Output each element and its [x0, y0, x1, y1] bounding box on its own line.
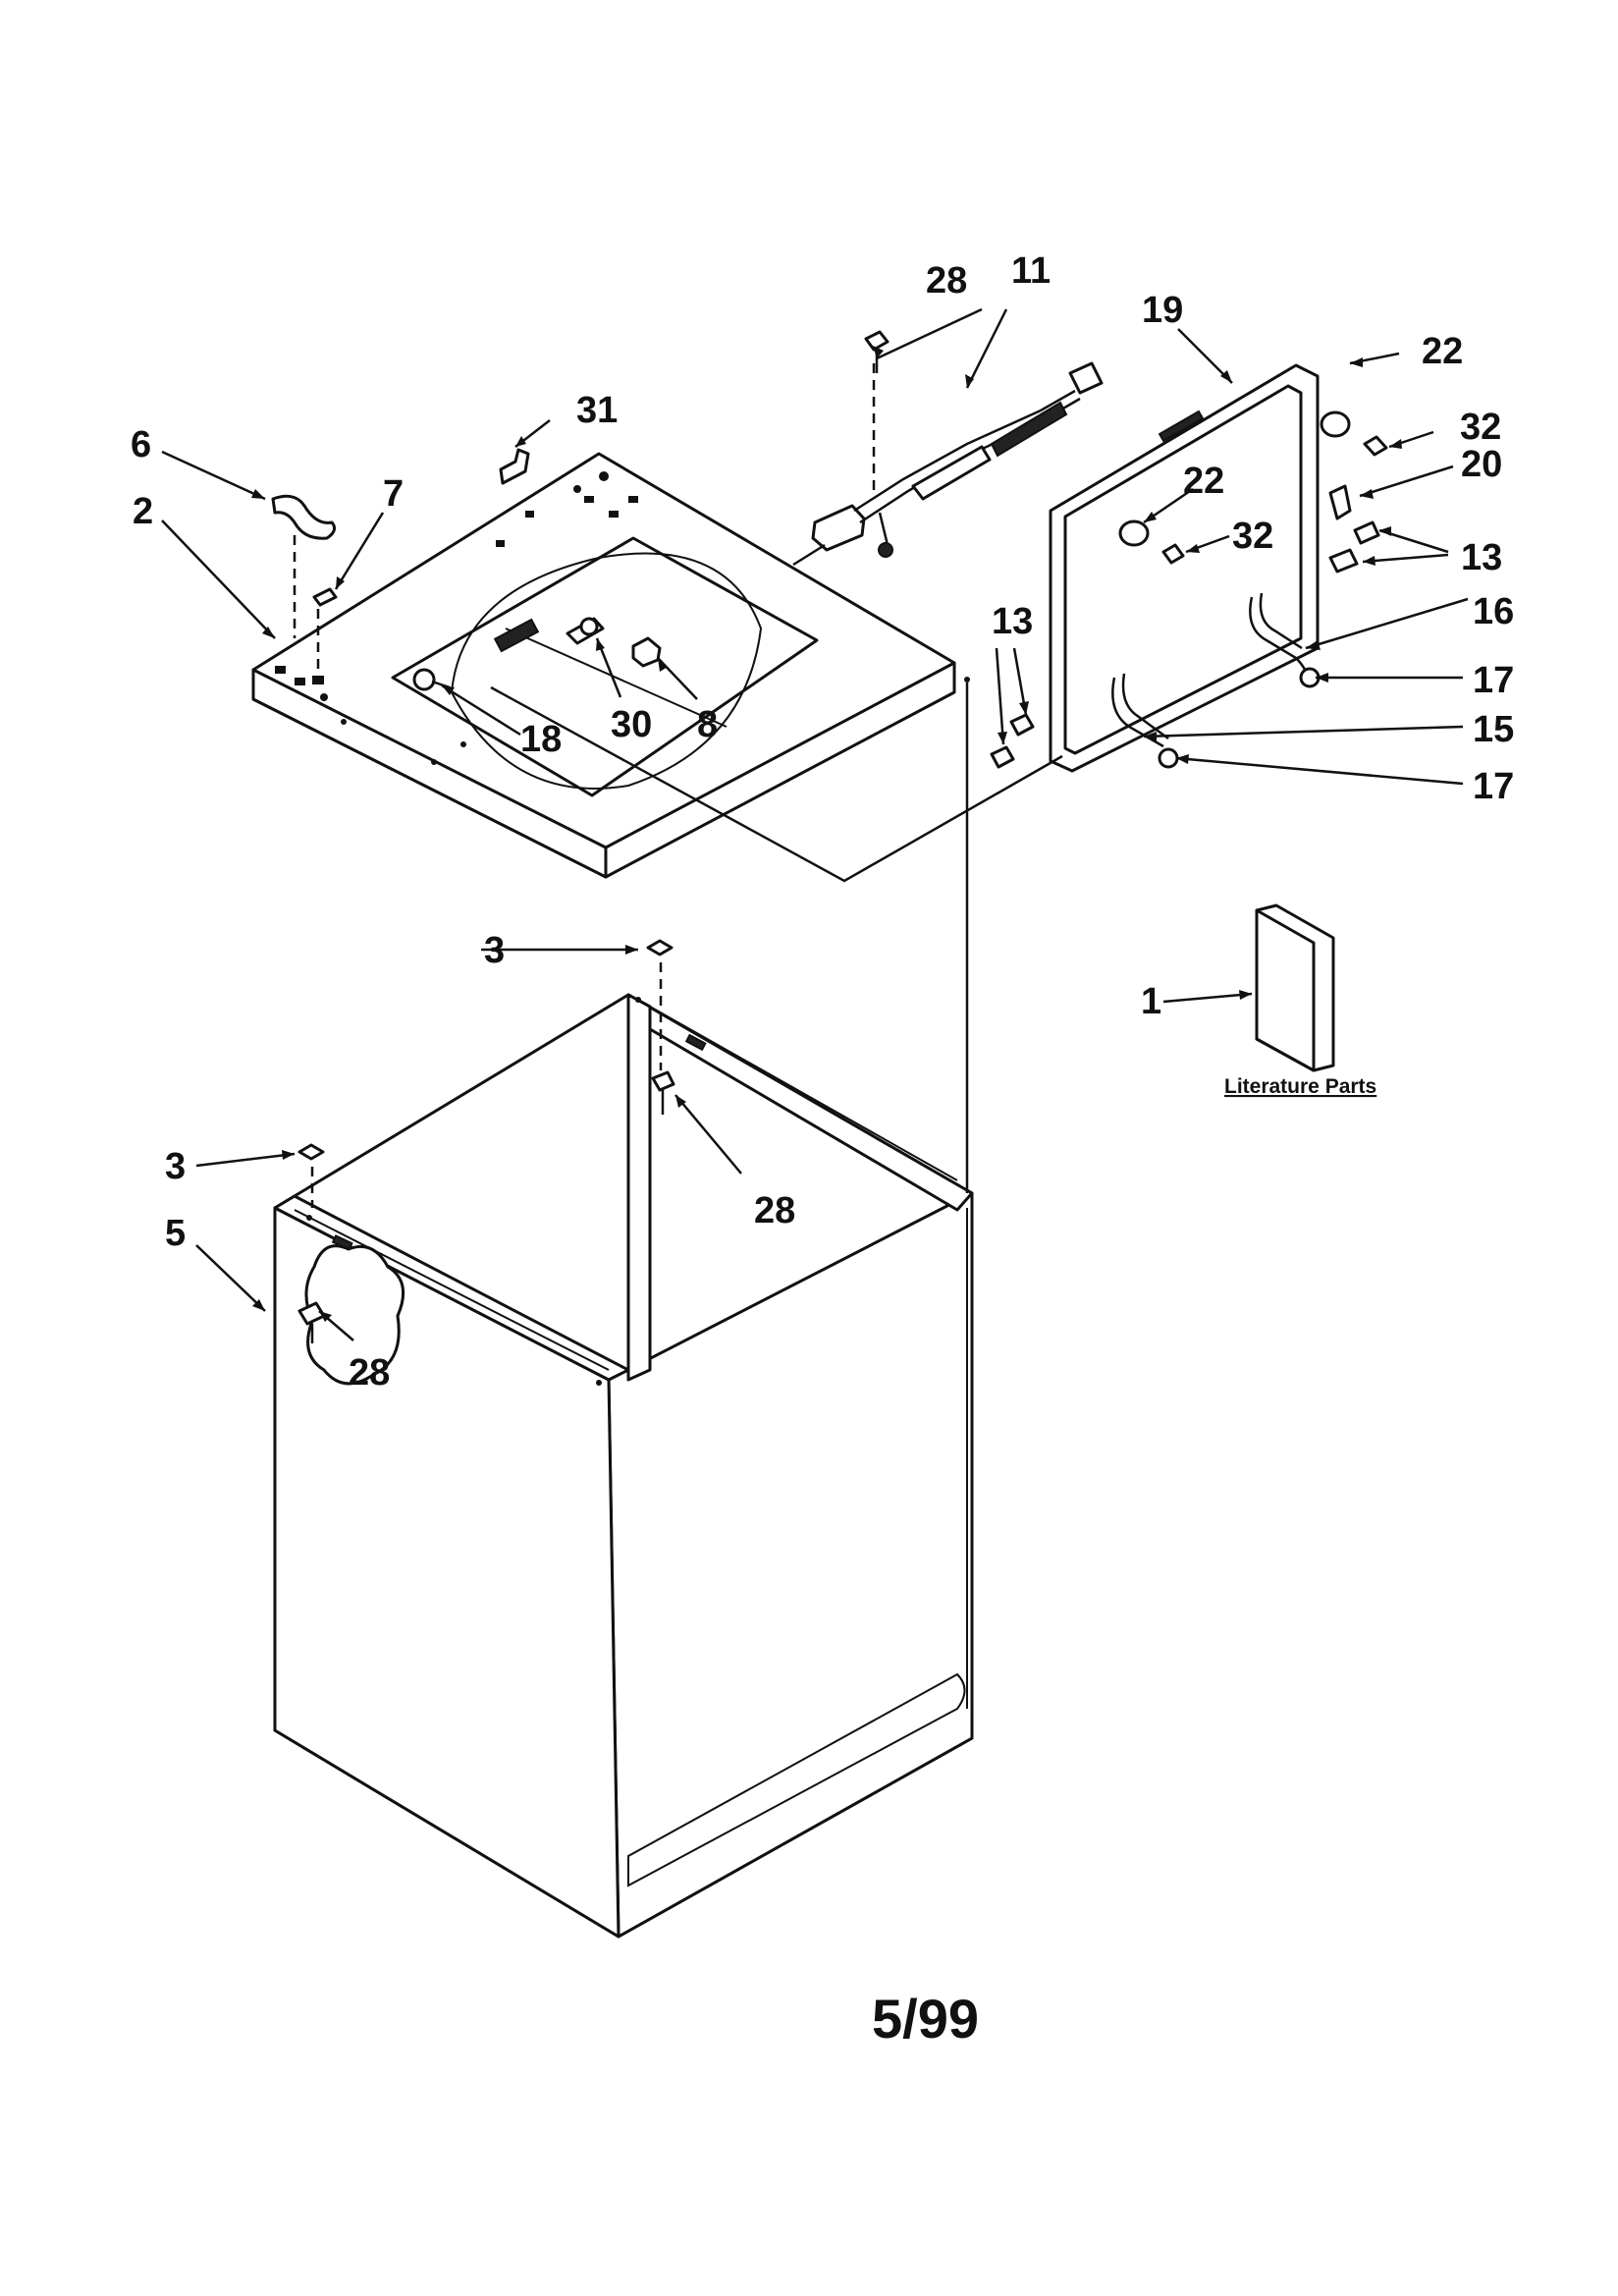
hose-15-part	[1111, 673, 1179, 769]
callout-18: 18	[520, 719, 562, 760]
console-frame	[1049, 363, 1320, 773]
callout-2: 2	[133, 491, 153, 532]
knob-22-mid-part	[1118, 519, 1150, 547]
callout-32-mid: 32	[1232, 516, 1273, 557]
callout-28-left: 28	[349, 1352, 390, 1394]
valve-30-part	[566, 617, 605, 645]
callout-17-top: 17	[1473, 660, 1514, 701]
callout-31: 31	[576, 390, 618, 431]
callout-1: 1	[1141, 981, 1161, 1022]
callout-5: 5	[165, 1213, 186, 1254]
clip-6-part	[271, 494, 337, 540]
bracket-31-part	[499, 448, 530, 485]
callout-22-mid: 22	[1183, 461, 1224, 502]
nut-8-part	[631, 636, 662, 668]
clip-3-left-part	[297, 1143, 325, 1161]
harness-11-part	[811, 361, 1104, 558]
knob-32-mid-part	[1161, 543, 1185, 565]
literature-booklet	[1255, 903, 1335, 1072]
top-panel	[251, 452, 970, 879]
callout-19: 19	[1142, 290, 1183, 331]
callout-7: 7	[383, 473, 404, 515]
screw-18-part	[412, 668, 451, 691]
switch-20-part	[1328, 484, 1352, 520]
callout-22-top: 22	[1422, 331, 1463, 372]
callout-28-mid: 28	[754, 1190, 795, 1231]
knob-22-top-part	[1320, 410, 1351, 438]
callout-13-right: 13	[1461, 537, 1502, 578]
callout-13-left: 13	[992, 601, 1033, 642]
date-code: 5/99	[872, 1988, 979, 2050]
callout-16: 16	[1473, 591, 1514, 632]
screws-13-left-part	[990, 713, 1035, 769]
callout-15: 15	[1473, 709, 1514, 750]
literature-caption: Literature Parts	[1224, 1075, 1376, 1098]
knob-32-top-part	[1363, 435, 1388, 457]
screw-28-mid-part	[651, 1070, 675, 1115]
callout-17-bottom: 17	[1473, 766, 1514, 807]
callout-30: 30	[611, 704, 652, 745]
callout-20: 20	[1461, 444, 1502, 485]
callout-8: 8	[697, 704, 718, 745]
callout-3-center: 3	[484, 930, 505, 971]
callout-3-left: 3	[165, 1146, 186, 1187]
screw-28-top-part	[864, 330, 890, 373]
clip-7-part	[312, 587, 338, 684]
clip-3-center-part	[646, 939, 674, 957]
callout-32-top: 32	[1460, 407, 1501, 448]
callout-6: 6	[131, 424, 151, 465]
callout-28-top: 28	[926, 260, 967, 301]
callout-11: 11	[1011, 250, 1051, 292]
screws-13-right-part	[1328, 520, 1380, 574]
cabinet-cutaway	[297, 1244, 405, 1386]
leader-arrows	[161, 307, 1469, 1341]
cabinet	[273, 993, 974, 1939]
